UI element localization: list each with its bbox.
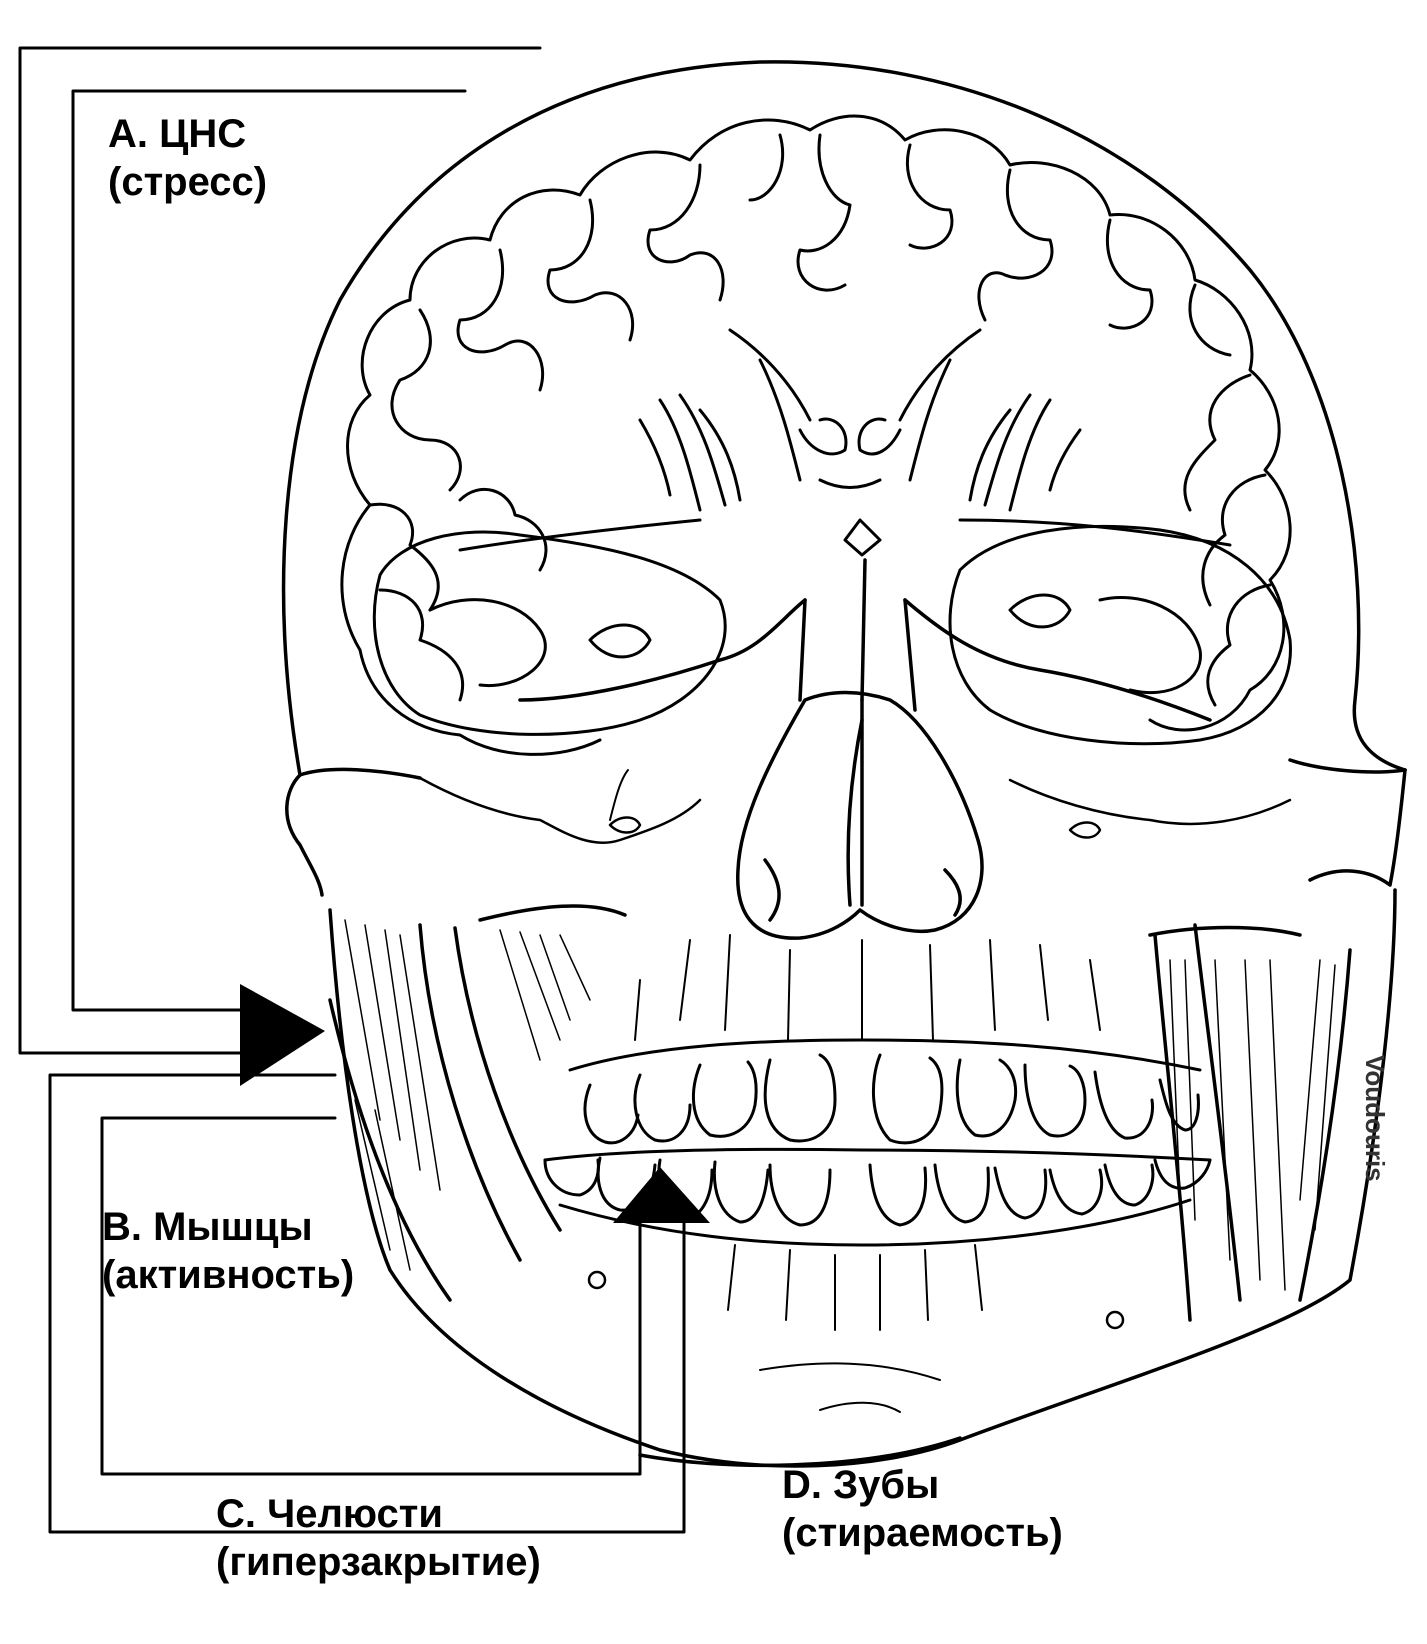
label-cns-subtitle: (стресс): [108, 158, 267, 206]
artist-signature: Voudouris: [1355, 1055, 1395, 1275]
label-teeth-title: D. Зубы: [782, 1461, 1063, 1509]
skull-illustration: [284, 62, 1405, 1466]
label-jaws-subtitle: (гиперзакрытие): [216, 1538, 541, 1586]
label-teeth-subtitle: (стираемость): [782, 1509, 1063, 1557]
label-jaws-hyperclosure: C. Челюсти (гиперзакрытие): [216, 1490, 541, 1586]
label-muscles-title: B. Мышцы: [102, 1203, 354, 1251]
feedback-loop-lines: [20, 48, 684, 1532]
label-teeth-wear: D. Зубы (стираемость): [782, 1461, 1063, 1557]
arrow-up-icon: [613, 1167, 710, 1223]
brain-coronal-section: [342, 116, 1291, 754]
label-muscles-subtitle: (активность): [102, 1251, 354, 1299]
loop-c-outer-line: [50, 1075, 684, 1532]
arrow-right-icon: [240, 984, 325, 1086]
label-cns-title: A. ЦНС: [108, 110, 267, 158]
label-muscles-activity: B. Мышцы (активность): [102, 1203, 354, 1299]
label-cns-stress: A. ЦНС (стресс): [108, 110, 267, 206]
label-jaws-title: C. Челюсти: [216, 1490, 541, 1538]
